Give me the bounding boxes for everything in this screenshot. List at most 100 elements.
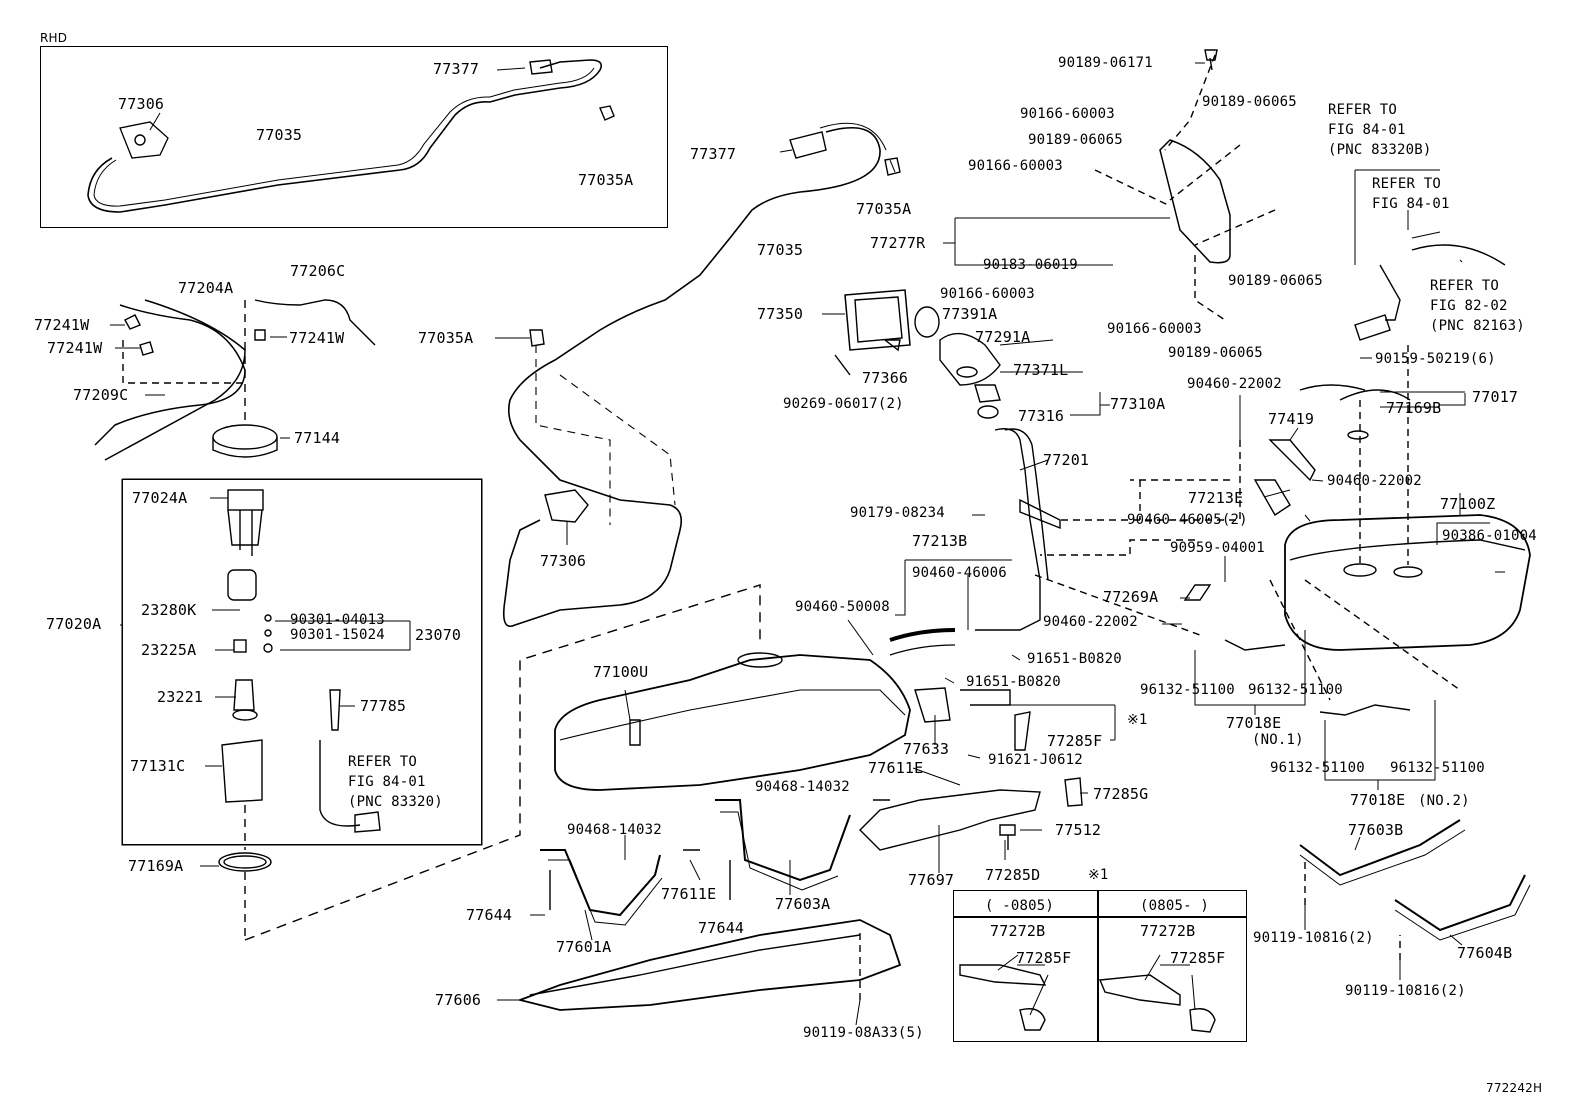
- callout-90460-22002-3[interactable]: 90460-22002: [1043, 614, 1138, 630]
- callout-77018e-1[interactable]: 77018E: [1226, 714, 1282, 732]
- callout-77611e-2[interactable]: 77611E: [661, 885, 717, 903]
- callout-77017[interactable]: 77017: [1472, 388, 1519, 406]
- callout-96132-51100-4[interactable]: 96132-51100: [1390, 760, 1485, 776]
- callout-90159-50219[interactable]: 90159-50219(6): [1375, 351, 1496, 367]
- callout-77785[interactable]: 77785: [360, 697, 407, 715]
- callout-91651-b0820-1[interactable]: 91651-B0820: [1027, 651, 1122, 667]
- callout-77204a[interactable]: 77204A: [178, 279, 234, 297]
- callout-77035a-rhd[interactable]: 77035A: [578, 171, 634, 189]
- callout-77020a[interactable]: 77020A: [46, 615, 102, 633]
- callout-77306-rhd[interactable]: 77306: [118, 95, 165, 113]
- callout-77512[interactable]: 77512: [1055, 821, 1102, 839]
- callout-96132-51100-1[interactable]: 96132-51100: [1140, 682, 1235, 698]
- callout-77285g[interactable]: 77285G: [1093, 785, 1149, 803]
- callout-90301-15024[interactable]: 90301-15024: [290, 627, 385, 643]
- callout-77644-1[interactable]: 77644: [466, 906, 513, 924]
- callout-77611e-1[interactable]: 77611E: [868, 759, 924, 777]
- callout-90460-46006[interactable]: 90460-46006: [912, 565, 1007, 581]
- callout-77371l[interactable]: 77371L: [1013, 361, 1069, 379]
- callout-90301-04013[interactable]: 90301-04013: [290, 612, 385, 628]
- callout-77316[interactable]: 77316: [1018, 407, 1065, 425]
- callout-77604b[interactable]: 77604B: [1457, 944, 1513, 962]
- callout-77633[interactable]: 77633: [903, 740, 950, 758]
- callout-77603a[interactable]: 77603A: [775, 895, 831, 913]
- callout-77310a[interactable]: 77310A: [1110, 395, 1166, 413]
- callout-90119-10816-1[interactable]: 90119-10816(2): [1253, 930, 1374, 946]
- refer-note-83320b[interactable]: REFER TO FIG 84-01 (PNC 83320B): [1328, 100, 1432, 160]
- callout-77213e[interactable]: 77213E: [1188, 489, 1244, 507]
- callout-77350[interactable]: 77350: [757, 305, 804, 323]
- callout-90189-06171[interactable]: 90189-06171: [1058, 55, 1153, 71]
- callout-23225a[interactable]: 23225A: [141, 641, 197, 659]
- callout-23221[interactable]: 23221: [157, 688, 204, 706]
- callout-90166-60003-1[interactable]: 90166-60003: [1020, 106, 1115, 122]
- callout-90468-14032-2[interactable]: 90468-14032: [567, 822, 662, 838]
- callout-77272b-2[interactable]: 77272B: [1140, 922, 1196, 940]
- callout-no2[interactable]: (NO.2): [1418, 793, 1470, 809]
- callout-77285f-1[interactable]: 77285F: [1016, 949, 1072, 967]
- callout-91651-b0820-2[interactable]: 91651-B0820: [966, 674, 1061, 690]
- callout-96132-51100-3[interactable]: 96132-51100: [1270, 760, 1365, 776]
- callout-77018e-2[interactable]: 77018E: [1350, 791, 1406, 809]
- callout-77213b[interactable]: 77213B: [912, 532, 968, 550]
- callout-77241w-3[interactable]: 77241W: [289, 329, 345, 347]
- callout-77241w-2[interactable]: 77241W: [47, 339, 103, 357]
- callout-90460-22002-1[interactable]: 90460-22002: [1187, 376, 1282, 392]
- callout-77285f[interactable]: 77285F: [1047, 732, 1103, 750]
- callout-77241w-1[interactable]: 77241W: [34, 316, 90, 334]
- callout-90386-01004[interactable]: 90386-01004: [1442, 528, 1537, 544]
- callout-91621-j0612[interactable]: 91621-J0612: [988, 752, 1083, 768]
- callout-90166-60003-4[interactable]: 90166-60003: [1107, 321, 1202, 337]
- callout-77377[interactable]: 77377: [690, 145, 737, 163]
- callout-96132-51100-2[interactable]: 96132-51100: [1248, 682, 1343, 698]
- callout-77306[interactable]: 77306: [540, 552, 587, 570]
- callout-90959-04001[interactable]: 90959-04001: [1170, 540, 1265, 556]
- callout-77606[interactable]: 77606: [435, 991, 482, 1009]
- refer-note-82163[interactable]: REFER TO FIG 82-02 (PNC 82163): [1430, 276, 1525, 336]
- callout-77209c[interactable]: 77209C: [73, 386, 129, 404]
- callout-77169a[interactable]: 77169A: [128, 857, 184, 875]
- callout-90119-08a33[interactable]: 90119-08A33(5): [803, 1025, 924, 1041]
- callout-23280k[interactable]: 23280K: [141, 601, 197, 619]
- callout-23070[interactable]: 23070: [415, 626, 462, 644]
- callout-90166-60003-2[interactable]: 90166-60003: [968, 158, 1063, 174]
- callout-77144[interactable]: 77144: [294, 429, 341, 447]
- callout-90119-10816-2[interactable]: 90119-10816(2): [1345, 983, 1466, 999]
- callout-77024a[interactable]: 77024A: [132, 489, 188, 507]
- callout-90460-46005[interactable]: 90460-46005(2): [1127, 512, 1248, 528]
- callout-77269a[interactable]: 77269A: [1103, 588, 1159, 606]
- callout-77035a-top[interactable]: 77035A: [856, 200, 912, 218]
- callout-77285f-2[interactable]: 77285F: [1170, 949, 1226, 967]
- callout-77697[interactable]: 77697: [908, 871, 955, 889]
- callout-77291a[interactable]: 77291A: [975, 328, 1031, 346]
- callout-90189-06065-4[interactable]: 90189-06065: [1168, 345, 1263, 361]
- callout-77100u[interactable]: 77100U: [593, 663, 649, 681]
- callout-90468-14032-1[interactable]: 90468-14032: [755, 779, 850, 795]
- callout-90189-06065-1[interactable]: 90189-06065: [1202, 94, 1297, 110]
- callout-77603b[interactable]: 77603B: [1348, 821, 1404, 839]
- callout-77419[interactable]: 77419: [1268, 410, 1315, 428]
- callout-77035a-mid[interactable]: 77035A: [418, 329, 474, 347]
- callout-77644-2[interactable]: 77644: [698, 919, 745, 937]
- callout-77391a[interactable]: 77391A: [942, 305, 998, 323]
- callout-77377-rhd[interactable]: 77377: [433, 60, 480, 78]
- callout-90189-06065-2[interactable]: 90189-06065: [1028, 132, 1123, 148]
- callout-77131c[interactable]: 77131C: [130, 757, 186, 775]
- callout-no1[interactable]: (NO.1): [1252, 732, 1304, 748]
- callout-77206c[interactable]: 77206C: [290, 262, 346, 280]
- refer-note-83320[interactable]: REFER TO FIG 84-01 (PNC 83320): [348, 752, 443, 812]
- callout-77035[interactable]: 77035: [757, 241, 804, 259]
- callout-77366[interactable]: 77366: [862, 369, 909, 387]
- callout-77201[interactable]: 77201: [1043, 451, 1090, 469]
- callout-90183-06019[interactable]: 90183-06019: [983, 257, 1078, 273]
- callout-90460-22002-2[interactable]: 90460-22002: [1327, 473, 1422, 489]
- callout-77035-rhd[interactable]: 77035: [256, 126, 303, 144]
- callout-77601a[interactable]: 77601A: [556, 938, 612, 956]
- callout-90460-50008[interactable]: 90460-50008: [795, 599, 890, 615]
- callout-77169b[interactable]: 77169B: [1386, 399, 1442, 417]
- refer-note-84-01[interactable]: REFER TO FIG 84-01: [1372, 174, 1450, 214]
- callout-77277r[interactable]: 77277R: [870, 234, 926, 252]
- callout-77272b-1[interactable]: 77272B: [990, 922, 1046, 940]
- callout-77100z[interactable]: 77100Z: [1440, 495, 1496, 513]
- callout-90166-60003-3[interactable]: 90166-60003: [940, 286, 1035, 302]
